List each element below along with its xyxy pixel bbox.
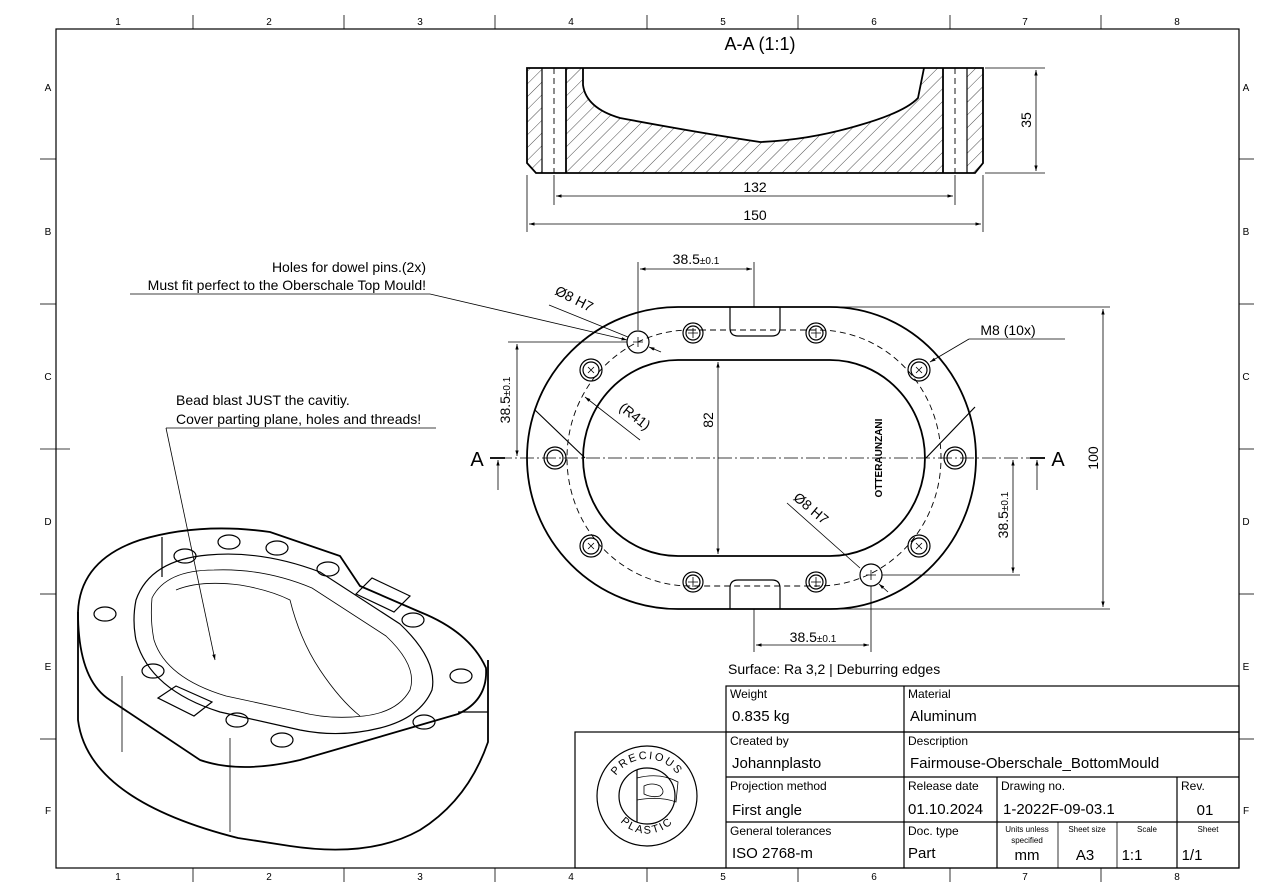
row-label-right: F: [1243, 806, 1249, 817]
units-label-line2: specified: [1011, 836, 1043, 845]
title-block: Weight Material Created by Description P…: [574, 685, 1240, 869]
revision-label: Rev.: [1181, 779, 1205, 793]
tolerance-value: ISO 2768-m: [732, 845, 813, 862]
row-label-right: D: [1242, 517, 1249, 528]
row-label-right: B: [1243, 227, 1250, 238]
section-marker-right: A: [1030, 449, 1065, 490]
column-label-bottom: 6: [871, 872, 877, 883]
top-view: OTTERAUNZANI 38.5±0.1 38.5±0.1 38.5±0.1 …: [470, 251, 1110, 652]
row-label-left: E: [45, 662, 52, 673]
dowel-note-line2: Must fit perfect to the Oberschale Top M…: [148, 277, 426, 293]
weight-value: 0.835 kg: [732, 708, 790, 725]
column-label-bottom: 4: [568, 872, 574, 883]
scale-value: 1:1: [1122, 847, 1143, 864]
sheet-value: 1/1: [1182, 847, 1203, 864]
sheet-size-label: Sheet size: [1068, 825, 1106, 834]
company-logo: PRECIOUS PLASTIC: [596, 745, 698, 847]
row-label-left: F: [45, 806, 51, 817]
dim-top-spacing-label: 38.5±0.1: [673, 251, 720, 267]
column-label-bottom: 1: [115, 872, 121, 883]
drawing-number-label: Drawing no.: [1001, 779, 1065, 793]
column-label-top: 4: [568, 17, 574, 28]
column-label-bottom: 2: [266, 872, 272, 883]
notes: Holes for dowel pins.(2x) Must fit perfe…: [130, 259, 940, 677]
logo-bottom-text: PLASTIC: [618, 815, 676, 837]
column-label-top: 5: [720, 17, 726, 28]
surface-note: Surface: Ra 3,2 | Deburring edges: [728, 661, 940, 677]
dowel-note-line1: Holes for dowel pins.(2x): [272, 259, 426, 275]
isometric-view: [77, 527, 489, 851]
row-label-right: A: [1243, 83, 1250, 94]
svg-text:A: A: [470, 449, 484, 471]
tolerance-label: General tolerances: [730, 824, 831, 838]
column-label-top: 6: [871, 17, 877, 28]
weight-label: Weight: [730, 687, 768, 701]
row-label-left: C: [44, 372, 51, 383]
dim-100-label: 100: [1085, 446, 1101, 470]
scale-label: Scale: [1137, 825, 1158, 834]
created-label: Created by: [730, 734, 789, 748]
dim-inner-label: 132: [743, 179, 767, 195]
svg-text:A: A: [1051, 449, 1065, 471]
column-label-top: 8: [1174, 17, 1180, 28]
dowel-size-label: Ø8 H7: [553, 282, 597, 315]
doctype-label: Doc. type: [908, 824, 959, 838]
column-label-top: 1: [115, 17, 121, 28]
sheet-label: Sheet: [1198, 825, 1220, 834]
column-label-bottom: 5: [720, 872, 726, 883]
row-label-left: D: [44, 517, 51, 528]
dowel-size-label-2: Ø8 H7: [791, 489, 832, 527]
blast-note-line2: Cover parting plane, holes and threads!: [176, 411, 421, 427]
radius-label: (R41): [616, 399, 653, 433]
section-view: A-A (1:1) 35 132 150: [526, 34, 1045, 232]
blast-note-line1: Bead blast JUST the cavitiy.: [176, 392, 350, 408]
row-label-left: A: [45, 83, 52, 94]
doctype-value: Part: [908, 845, 936, 862]
revision-value: 01: [1197, 802, 1214, 819]
column-label-bottom: 3: [417, 872, 423, 883]
sheet-size-value: A3: [1076, 847, 1094, 864]
column-label-bottom: 8: [1174, 872, 1180, 883]
release-value: 01.10.2024: [908, 801, 983, 818]
material-value: Aluminum: [910, 708, 977, 725]
row-label-right: E: [1243, 662, 1250, 673]
section-marker-left: A: [470, 449, 505, 490]
dim-right-spacing-label: 38.5±0.1: [995, 491, 1011, 538]
dim-82-label: 82: [700, 412, 716, 428]
material-label: Material: [908, 687, 951, 701]
column-label-top: 2: [266, 17, 272, 28]
projection-label: Projection method: [730, 779, 827, 793]
row-label-left: B: [45, 227, 52, 238]
projection-value: First angle: [732, 802, 802, 819]
dim-height-label: 35: [1018, 112, 1034, 128]
drawing-number-value: 1-2022F-09-03.1: [1003, 801, 1115, 818]
dim-left-spacing-label: 38.5±0.1: [497, 376, 513, 423]
created-value: Johannplasto: [732, 755, 821, 772]
units-value: mm: [1015, 847, 1040, 864]
section-title: A-A (1:1): [724, 34, 795, 54]
thread-label: M8 (10x): [980, 322, 1035, 338]
description-value: Fairmouse-Oberschale_BottomMould: [910, 755, 1159, 772]
units-label-line1: Units unless: [1005, 825, 1049, 834]
dim-outer-label: 150: [743, 207, 767, 223]
row-label-right: C: [1242, 372, 1249, 383]
release-label: Release date: [908, 779, 979, 793]
column-label-bottom: 7: [1022, 872, 1028, 883]
dim-bottom-spacing-label: 38.5±0.1: [790, 629, 837, 645]
engraving-text: OTTERAUNZANI: [874, 418, 885, 497]
column-label-top: 7: [1022, 17, 1028, 28]
description-label: Description: [908, 734, 968, 748]
column-label-top: 3: [417, 17, 423, 28]
